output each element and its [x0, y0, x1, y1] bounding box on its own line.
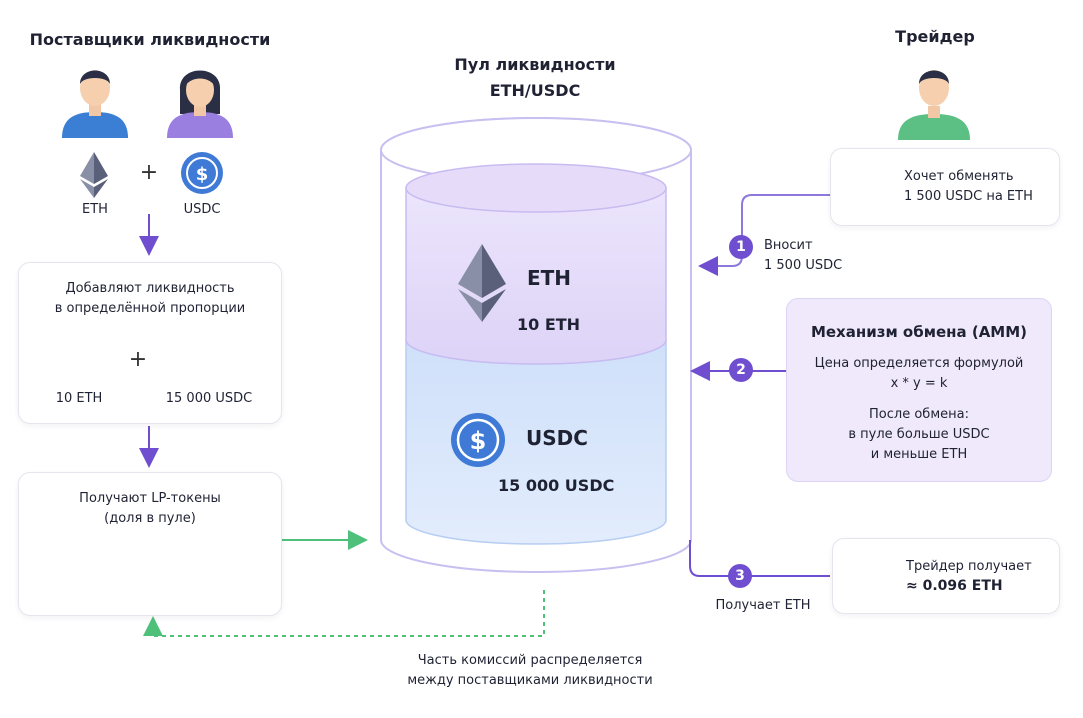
provider-usdc-label: USDC	[183, 202, 221, 217]
pool-usdc-amount: 15 000 USDC	[498, 476, 615, 495]
step-1-line2: 1 500 USDC	[764, 258, 843, 273]
step-1-line1: Вносит	[764, 238, 813, 253]
providers-plus: +	[139, 160, 159, 185]
arrow-step1	[698, 194, 830, 276]
receive-line2: ≈ 0.096 ETH	[906, 578, 1003, 594]
fees-note: Часть комиссий распределяется между пост…	[380, 651, 680, 691]
fees-dashed-path	[143, 590, 545, 637]
pool-usdc-icon: $	[451, 413, 505, 467]
pool-usdc-name: USDC	[526, 426, 588, 450]
pool-eth-name: ETH	[527, 266, 572, 290]
fees-line2: между поставщиками ликвидности	[407, 673, 653, 688]
trader-want-line2: 1 500 USDC на ETH	[904, 189, 1033, 204]
receive-line1: Трейдер получает	[906, 559, 1032, 574]
providers-title: Поставщики ликвидности	[29, 30, 271, 49]
trader-avatar	[898, 70, 970, 140]
trader-want-line1: Хочет обменять	[904, 169, 1014, 184]
lp-line2: (доля в пуле)	[104, 511, 196, 526]
svg-text:$: $	[196, 164, 209, 185]
provider-eth-icon	[80, 152, 108, 198]
provider-eth-label: ETH	[82, 202, 108, 217]
provider-man-avatar	[62, 70, 128, 138]
amm-card: Механизм обмена (AMM) Цена определяется …	[786, 298, 1052, 482]
pool-usdc-layer	[405, 339, 667, 545]
step-1-badge: 1	[729, 235, 753, 259]
amm-line4: в пуле больше USDC	[848, 427, 990, 442]
connectors	[139, 194, 830, 637]
pool-title: Пул ликвидности ETH/USDC	[400, 52, 670, 104]
add-plus: +	[128, 347, 148, 372]
add-line1: Добавляют ликвидность	[65, 281, 235, 296]
add-liquidity-card: Добавляют ликвидность в определённой про…	[18, 262, 282, 424]
lp-token-label: LP	[141, 557, 169, 581]
trader-request-card: Хочет обменять 1 500 USDC на ETH	[830, 148, 1060, 226]
pool-eth-icon	[458, 244, 506, 322]
add-usdc-amount: 15 000 USDC	[165, 391, 253, 406]
step-2-badge: 2	[729, 358, 753, 382]
add-eth-amount: 10 ETH	[55, 391, 103, 406]
step-3-badge: 3	[728, 564, 752, 588]
pool-eth-amount: 10 ETH	[517, 315, 581, 334]
fees-line1: Часть комиссий распределяется	[417, 653, 643, 668]
pool-title-line1: Пул ликвидности	[454, 55, 616, 74]
provider-woman-avatar	[167, 70, 233, 138]
amm-line1: Цена определяется формулой	[814, 356, 1024, 371]
trader-title: Трейдер	[895, 27, 975, 46]
amm-line5: и меньше ETH	[870, 447, 968, 462]
amm-title: Механизм обмена (AMM)	[810, 323, 1028, 341]
lp-line1: Получают LP-токены	[79, 491, 221, 506]
trader-receive-card: Трейдер получает ≈ 0.096 ETH	[832, 538, 1060, 614]
amm-formula: x * y = k	[890, 376, 948, 391]
pool-eth-layer	[405, 163, 667, 365]
amm-line3: После обмена:	[869, 407, 969, 422]
pool-title-line2: ETH/USDC	[489, 81, 581, 100]
lp-tokens-card: Получают LP-токены (доля в пуле) LP	[18, 472, 282, 616]
provider-usdc-icon: $	[181, 152, 223, 194]
line-step3	[689, 540, 830, 577]
step-3-label: Получает ETH	[715, 598, 811, 613]
add-line2: в определённой пропорции	[54, 301, 246, 316]
svg-text:$: $	[470, 427, 487, 455]
